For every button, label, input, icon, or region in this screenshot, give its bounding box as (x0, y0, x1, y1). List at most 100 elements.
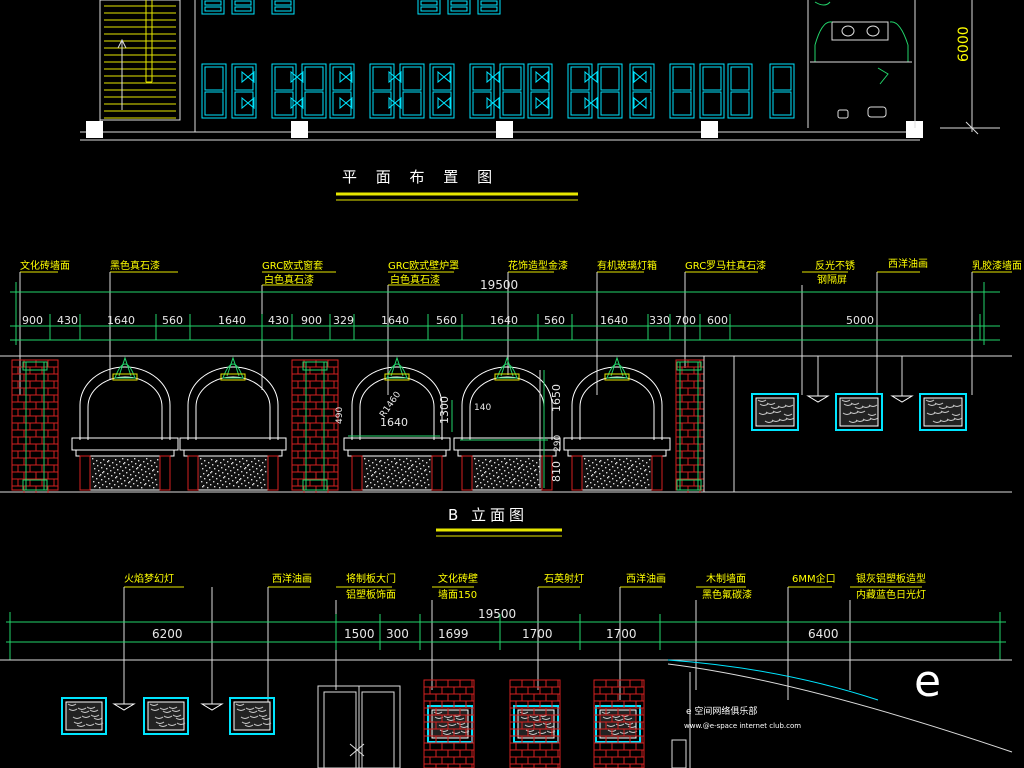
dim-140: 140 (474, 403, 491, 413)
culture-brick-columns (423, 679, 645, 768)
arch (461, 366, 553, 440)
shell-ornament (386, 363, 408, 379)
painting (143, 697, 189, 735)
plan-side-dimension: 6000 (956, 26, 972, 62)
dim-c-0: 6200 (152, 627, 183, 641)
callout-c-9: 黑色氟碳漆 (702, 588, 752, 601)
callout-leaders (20, 271, 1012, 286)
dim-b-6: 900 (301, 314, 322, 327)
brick-pilasters (11, 359, 705, 493)
restroom (807, 0, 916, 128)
shell-ornament (606, 363, 628, 379)
arch (187, 366, 279, 440)
dim-1300: 1300 (438, 396, 451, 424)
booth (499, 63, 525, 119)
callout-b-3: 白色真石漆 (264, 273, 314, 286)
lamp (200, 703, 224, 711)
arch (351, 366, 443, 440)
dim-b-10: 1640 (490, 314, 518, 327)
booth (201, 0, 225, 15)
floor-plan: 6000 (80, 0, 1000, 141)
booth (477, 0, 501, 15)
booth (399, 63, 425, 119)
elevation-b-title: B 立面图 (448, 506, 528, 524)
dim-b-1: 430 (57, 314, 78, 327)
booth (727, 63, 753, 119)
dim-1650: 1650 (550, 384, 563, 412)
callout-b-0: 文化砖墙面 (20, 259, 70, 272)
dim-b-13: 330 (649, 314, 670, 327)
booth (699, 63, 725, 119)
dim-810: 810 (550, 461, 563, 482)
callout-b-12: 乳胶漆墙面 (972, 259, 1022, 272)
callout-b-4: GRC欧式壁炉罩 (388, 259, 459, 272)
callout-b-10: 钢隔屏 (817, 273, 847, 286)
watermark-line1: e 空间网络俱乐部 (686, 705, 757, 717)
staircase (99, 0, 181, 121)
callout-c-8: 木制墙面 (706, 572, 746, 585)
callout-c-6: 石英射灯 (544, 572, 584, 585)
callout-c-7: 西洋油画 (626, 572, 666, 585)
booth (201, 63, 227, 119)
callout-b-1: 黑色真石漆 (110, 259, 160, 272)
inner-dimensions: 1650 1300 810 290 490 1640 140 R1460 (335, 370, 563, 488)
callout-b-8: GRC罗马柱真石漆 (685, 259, 766, 272)
callout-b-2: GRC欧式窗套 (262, 259, 323, 272)
dim-b-14: 700 (675, 314, 696, 327)
arch (571, 366, 663, 440)
shell-ornament (496, 363, 518, 379)
dim-c-2: 300 (386, 627, 409, 641)
lamp (112, 703, 136, 711)
booth (447, 0, 471, 15)
painting (919, 393, 967, 431)
elevation-b: 文化砖墙面 黑色真石漆 GRC欧式窗套 白色真石漆 GRC欧式壁炉罩 白色真石漆… (0, 257, 1022, 493)
booth (271, 63, 297, 119)
callout-b-7: 有机玻璃灯箱 (597, 259, 657, 272)
shell-ornament (222, 363, 244, 379)
dim-c-1: 1500 (344, 627, 375, 641)
dim-c-6: 6400 (808, 627, 839, 641)
watermark-logo: e (914, 656, 941, 707)
callout-b-5: 白色真石漆 (390, 273, 440, 286)
painting (229, 697, 275, 735)
dim-c-3: 1699 (438, 627, 469, 641)
brick-pilaster (11, 359, 59, 491)
dim-b-12: 1640 (600, 314, 628, 327)
callout-b-11: 西洋油画 (888, 257, 928, 270)
callout-c-2: 将制板大门 (346, 572, 396, 585)
lamp (890, 395, 914, 403)
dim-b-7: 329 (333, 314, 354, 327)
booth (231, 0, 255, 15)
booth (669, 63, 695, 119)
dim-b-3: 560 (162, 314, 183, 327)
callout-c-0: 火焰梦幻灯 (124, 572, 174, 585)
booth (567, 63, 593, 119)
booth (629, 63, 655, 119)
watermark: e e 空间网络俱乐部 www.@e-space internet club.c… (684, 656, 941, 730)
dim-b-9: 560 (436, 314, 457, 327)
booth (271, 0, 295, 15)
dim-290: 290 (553, 435, 563, 452)
booth (329, 63, 355, 119)
booth (469, 63, 495, 119)
firebox (581, 455, 653, 491)
total-dimension-b: 19500 (480, 278, 518, 292)
brick-pilaster (423, 679, 475, 768)
brick-pilaster (593, 679, 645, 768)
callout-c-4: 文化砖壁 (438, 572, 478, 585)
watermark-line2: www.@e-space internet club.com (684, 722, 801, 730)
firebox (471, 455, 543, 491)
lamp (806, 395, 830, 403)
brick-pilaster (509, 679, 561, 768)
firebox (197, 455, 269, 491)
double-door (317, 685, 401, 768)
callout-b-9: 反光不锈 (815, 259, 855, 272)
dim-b-4: 1640 (218, 314, 246, 327)
dim-b-15: 600 (707, 314, 728, 327)
callout-c-12: 内藏蓝色日光灯 (856, 588, 926, 601)
dim-c-4: 1700 (522, 627, 553, 641)
callout-b-6: 花饰造型金漆 (508, 259, 568, 272)
leader-verticals-c (123, 587, 851, 710)
